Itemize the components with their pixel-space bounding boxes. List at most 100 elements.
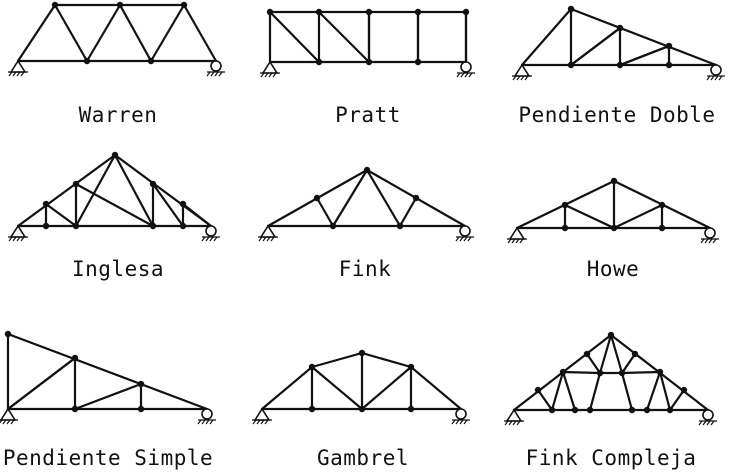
truss-joint [42,200,50,208]
roller-support [702,409,714,421]
support-hatch [205,236,210,242]
support-hatch [464,72,469,78]
truss-label-pendiente-doble: Pendiente Doble [518,103,716,127]
support-hatch [270,236,275,242]
truss-joint [329,222,337,230]
truss-joint [571,406,579,414]
support-hatch [268,72,273,78]
truss-member [113,153,155,228]
truss-joint [596,369,604,377]
truss-joint [665,42,673,50]
support-hatch [16,236,21,242]
support-hatch [214,71,219,77]
pin-support [9,224,27,238]
support-hatch [262,236,267,242]
support-hatch [512,75,517,81]
truss-member [149,3,186,63]
support-hatch [710,420,715,426]
truss-member [360,365,413,411]
truss-joint [72,222,80,230]
roller-support [455,408,467,420]
support-hatch [706,420,711,426]
truss-fink [258,166,474,242]
truss-joint [365,8,373,16]
truss-joint [149,222,157,230]
pin-support [261,60,279,74]
truss-member [310,351,364,369]
support-hatch [511,238,516,244]
truss-joint [561,201,569,209]
support-hatch [708,238,713,244]
pin-support [508,226,526,240]
support-hatch [8,71,13,77]
support-hatch [516,420,521,426]
truss-pendiente-simple [0,330,216,425]
truss-joint [315,58,323,66]
support-hatch [260,419,265,425]
truss-member [16,153,117,228]
roller-support [201,408,213,420]
support-hatch [507,238,512,244]
truss-member [315,196,335,228]
truss-joint [616,61,624,69]
truss-joint [643,406,651,414]
truss-member [536,388,554,412]
truss-joint [4,330,12,338]
support-hatch [6,419,11,425]
truss-joint [586,406,594,414]
pin-support [259,224,277,238]
truss-inglesa [8,151,220,242]
truss-joint [83,57,91,65]
truss-joint [656,368,664,376]
truss-member [620,371,634,412]
truss-joint [631,350,639,358]
support-hatch [209,236,214,242]
truss-joint [616,24,624,32]
truss-member [16,3,57,63]
truss-warren [8,1,225,77]
truss-joint [396,222,404,230]
truss-joint [111,151,119,159]
truss-joint [618,369,626,377]
truss-member [550,370,565,412]
support-hatch [718,75,723,81]
roller-support [459,225,471,237]
truss-label-inglesa: Inglesa [71,257,165,281]
truss-joint [407,363,415,371]
truss-joint [583,350,591,358]
truss-joint [462,8,470,16]
truss-label-howe: Howe [586,257,640,281]
support-hatch [515,238,520,244]
truss-joint [308,405,316,413]
truss-member [612,203,664,230]
truss-joint [628,406,636,414]
truss-member [609,333,624,375]
support-hatch [12,236,17,242]
truss-member [561,370,577,412]
truss-joint [610,224,618,232]
truss-joint [680,386,688,394]
support-hatch [459,236,464,242]
truss-joint [658,201,666,209]
truss-joint [266,8,274,16]
truss-joint [414,58,422,66]
support-hatch [258,236,263,242]
truss-member [53,3,89,63]
support-hatch [197,419,202,425]
support-hatch [504,420,509,426]
support-hatch [700,238,705,244]
truss-member [365,168,402,228]
support-hatch [459,419,464,425]
truss-member [561,370,602,375]
roller-support [710,64,722,76]
support-hatch [20,236,25,242]
truss-joint [71,405,79,413]
support-hatch [2,419,7,425]
truss-member [317,10,371,64]
truss-joint [42,222,50,230]
truss-label-fink: Fink [338,257,392,281]
truss-joint [137,405,145,413]
truss-member [645,370,662,412]
truss-joint [313,194,321,202]
